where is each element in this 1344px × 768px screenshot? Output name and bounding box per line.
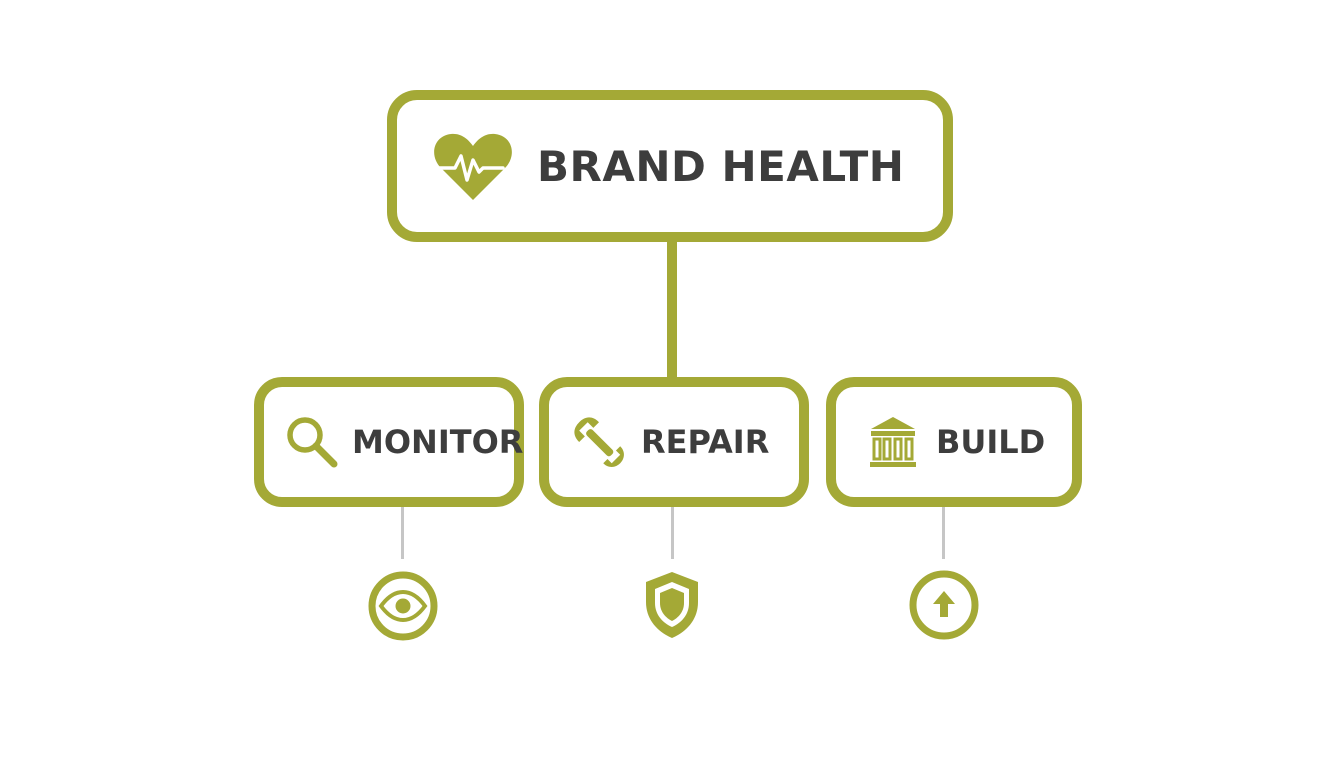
stem-line-monitor	[401, 507, 404, 559]
child-node-label-repair: REPAIR	[641, 423, 770, 461]
root-connector-line	[667, 240, 677, 380]
eye-icon	[367, 570, 439, 646]
child-node-label-build: BUILD	[936, 423, 1046, 461]
child-node-label-monitor: MONITOR	[352, 423, 524, 461]
heart-pulse-icon	[433, 130, 513, 202]
shield-icon	[640, 568, 704, 646]
child-node-repair: REPAIR	[539, 377, 809, 507]
child-node-build: BUILD	[826, 377, 1082, 507]
stem-line-build	[942, 507, 945, 559]
child-node-monitor: MONITOR	[254, 377, 524, 507]
magnifier-icon	[284, 414, 340, 470]
wrench-icon	[569, 412, 629, 472]
root-node-label: BRAND HEALTH	[537, 141, 905, 191]
bank-building-icon	[868, 415, 918, 469]
root-node-brand-health: BRAND HEALTH	[387, 90, 953, 242]
stem-line-repair	[671, 507, 674, 559]
up-arrow-circle-icon	[908, 569, 980, 645]
